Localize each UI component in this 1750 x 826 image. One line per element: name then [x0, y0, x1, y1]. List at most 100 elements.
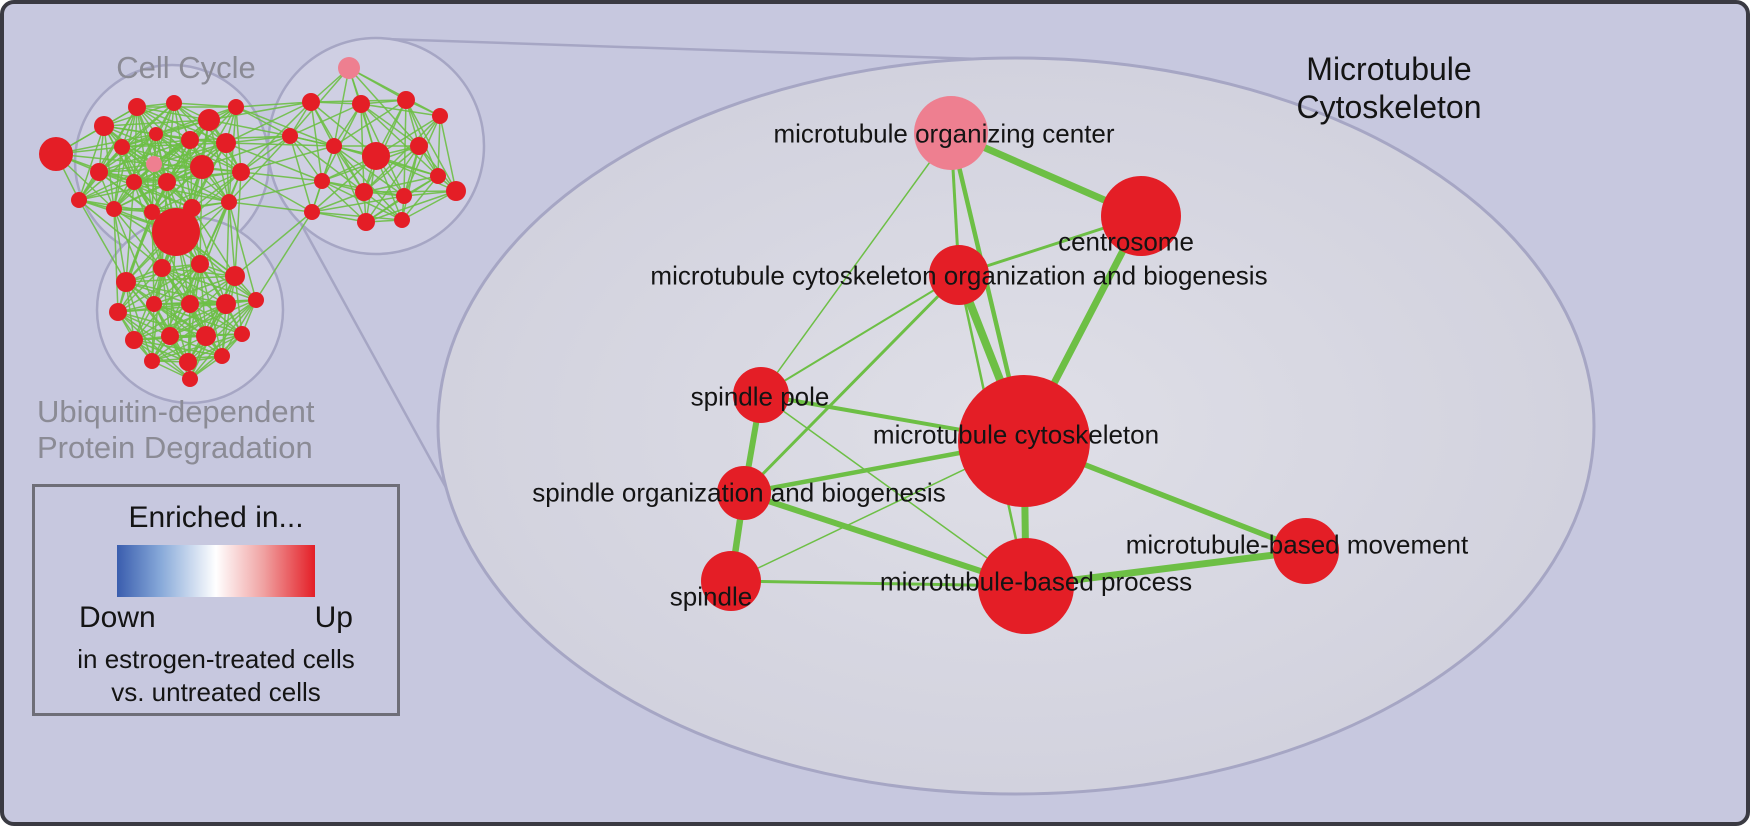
edge-sob-mbp — [743, 490, 1027, 589]
overview-node-1 — [94, 116, 114, 136]
overview-edge — [289, 135, 323, 182]
overview-edge — [311, 195, 405, 213]
overview-edge — [98, 133, 157, 173]
overview-edge — [228, 180, 323, 203]
overview-edge — [360, 103, 439, 177]
overview-edge — [255, 211, 313, 301]
overview-edge — [133, 303, 191, 341]
overview-edge — [228, 201, 236, 277]
overview-edge — [240, 101, 312, 173]
node-mcob — [929, 245, 989, 305]
overview-node-45 — [181, 295, 199, 313]
overview-edge — [133, 339, 191, 380]
overview-node-20 — [221, 194, 237, 210]
overview-edge — [333, 145, 367, 223]
overview-edge — [235, 106, 335, 147]
overview-edge — [151, 303, 227, 362]
legend-gradient-bar — [117, 545, 315, 597]
overview-edge — [310, 101, 377, 157]
detail-cluster-title-line1: Microtubule — [1306, 51, 1472, 87]
edge-mcob-sob — [742, 273, 961, 495]
overview-edge — [289, 135, 313, 213]
legend-up-label: Up — [314, 601, 353, 634]
overview-node-21 — [152, 208, 200, 256]
overview-node-18 — [144, 204, 160, 220]
overview-node-10 — [216, 133, 236, 153]
detail-cluster-title: Microtubule Cytoskeleton — [1297, 50, 1482, 127]
overview-edge — [125, 281, 191, 305]
overview-edge — [401, 145, 420, 221]
overview-edge — [78, 181, 168, 201]
overview-edge — [225, 101, 312, 144]
overview-edge — [189, 139, 242, 173]
overview-node-22 — [338, 57, 360, 79]
overview-edge — [311, 211, 367, 223]
overview-edge — [78, 199, 127, 283]
overview-edge — [103, 125, 115, 210]
overview-node-51 — [234, 326, 250, 342]
network-canvas — [39, 36, 1596, 796]
overview-node-46 — [216, 294, 236, 314]
overview-edge — [360, 103, 420, 147]
overview-node-38 — [394, 212, 410, 228]
overview-edge — [98, 171, 193, 209]
overview-node-9 — [181, 131, 199, 149]
overview-edge — [333, 145, 403, 221]
overview-edge — [169, 335, 223, 357]
overview-node-7 — [149, 127, 163, 141]
overview-edge — [199, 166, 203, 265]
overview-node-11 — [90, 163, 108, 181]
overview-edge — [78, 133, 157, 201]
overview-node-8 — [146, 156, 162, 172]
overview-node-42 — [225, 266, 245, 286]
overview-edge — [173, 102, 237, 108]
overview-edge — [155, 106, 237, 135]
overview-edge — [98, 139, 191, 173]
overview-edge — [225, 135, 291, 144]
overview-node-47 — [248, 292, 264, 308]
overview-node-41 — [191, 255, 209, 273]
lens-connector-line-0 — [384, 37, 1010, 62]
overview-edge — [153, 263, 201, 305]
overview-edge — [201, 135, 291, 168]
overview-edge — [228, 201, 257, 301]
overview-edge — [151, 333, 243, 362]
overview-node-12 — [126, 174, 142, 190]
overview-edge — [133, 263, 201, 341]
overview-node-44 — [146, 296, 162, 312]
node-mbm — [1273, 518, 1339, 584]
overview-edge — [365, 145, 420, 223]
overview-edge — [191, 171, 242, 209]
overview-node-15 — [232, 163, 250, 181]
overview-edge — [225, 142, 335, 147]
overview-edge — [333, 67, 350, 147]
overview-node-50 — [196, 326, 216, 346]
overview-edge — [113, 208, 119, 313]
overview-edge — [133, 106, 138, 183]
overview-edge — [169, 303, 227, 337]
overview-edge — [117, 263, 201, 313]
overview-edge — [151, 171, 242, 213]
overview-node-52 — [144, 353, 160, 369]
overview-node-29 — [362, 142, 390, 170]
overview-edge — [153, 275, 236, 305]
legend: Enriched in... Down Up in estrogen-treat… — [32, 484, 400, 716]
overview-node-54 — [214, 348, 230, 364]
overview-node-6 — [114, 139, 130, 155]
overview-edge — [113, 133, 157, 210]
overview-edge — [403, 99, 407, 197]
overview-edge — [333, 99, 407, 147]
overview-edge — [234, 211, 313, 277]
overview-edge — [113, 166, 203, 210]
overview-node-55 — [182, 371, 198, 387]
overview-edge — [117, 311, 191, 380]
overview-edge — [189, 139, 193, 209]
edge-mcob-spole — [760, 274, 960, 396]
overview-edge — [189, 135, 291, 141]
overview-edge — [133, 303, 227, 341]
overview-edge — [321, 103, 362, 182]
node-mbp — [978, 538, 1074, 634]
node-spindle — [701, 551, 761, 611]
overview-node-23 — [302, 93, 320, 111]
overview-node-0 — [39, 137, 73, 171]
